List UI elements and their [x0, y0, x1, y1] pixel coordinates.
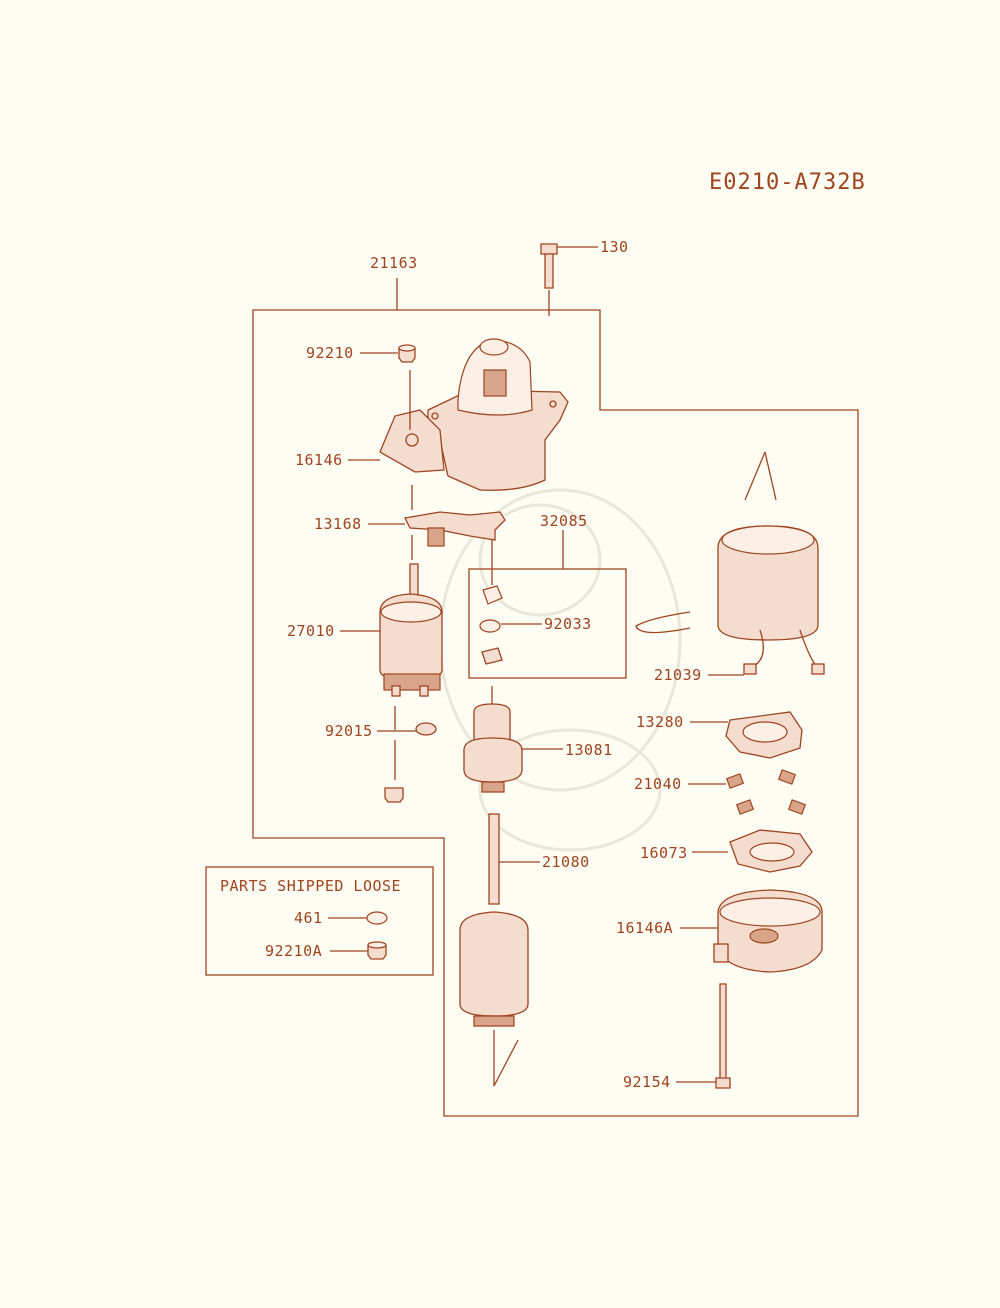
callout-13280: 13280 [636, 713, 684, 731]
through-bolt-92154 [715, 983, 731, 1089]
washer-461 [366, 911, 388, 925]
callout-92015: 92015 [325, 722, 373, 740]
springs-21040 [725, 769, 807, 815]
plate-16073 [729, 829, 813, 873]
armature-21080 [459, 813, 529, 1087]
pinion-13081 [463, 686, 523, 793]
diagram-code: E0210-A732B [709, 170, 866, 195]
callout-92210: 92210 [306, 344, 354, 362]
assembly-outline [252, 309, 859, 1117]
loose-parts-title: PARTS SHIPPED LOOSE [220, 877, 401, 895]
callout-21163: 21163 [370, 254, 418, 272]
callout-21039: 21039 [654, 666, 702, 684]
callout-16073: 16073 [640, 844, 688, 862]
callout-92154: 92154 [623, 1073, 671, 1091]
callout-16146: 16146 [295, 451, 343, 469]
callout-13168: 13168 [314, 515, 362, 533]
callout-27010: 27010 [287, 622, 335, 640]
gear-housing-16146 [379, 338, 569, 491]
callout-92033: 92033 [544, 615, 592, 633]
end-cover-16146A [713, 889, 823, 973]
watermark [438, 488, 682, 852]
brush-holder-13280 [725, 711, 803, 759]
bolt-130 [540, 243, 558, 316]
callout-21080: 21080 [542, 853, 590, 871]
callout-92210A: 92210A [265, 942, 322, 960]
callout-13081: 13081 [565, 741, 613, 759]
nut-92210A [367, 941, 387, 960]
callout-21040: 21040 [634, 775, 682, 793]
loose-parts-box [205, 866, 434, 976]
callout-16146A: 16146A [616, 919, 673, 937]
group-box-32085 [468, 568, 627, 679]
lever-13168 [404, 511, 506, 547]
nuts-92015 [384, 706, 437, 803]
solenoid-27010 [379, 563, 443, 697]
callout-32085: 32085 [540, 512, 588, 530]
group-parts-32085 [479, 540, 503, 665]
callout-461: 461 [294, 909, 323, 927]
yoke-21039 [635, 451, 825, 675]
callout-130: 130 [600, 238, 629, 256]
nut-92210 [398, 344, 416, 363]
